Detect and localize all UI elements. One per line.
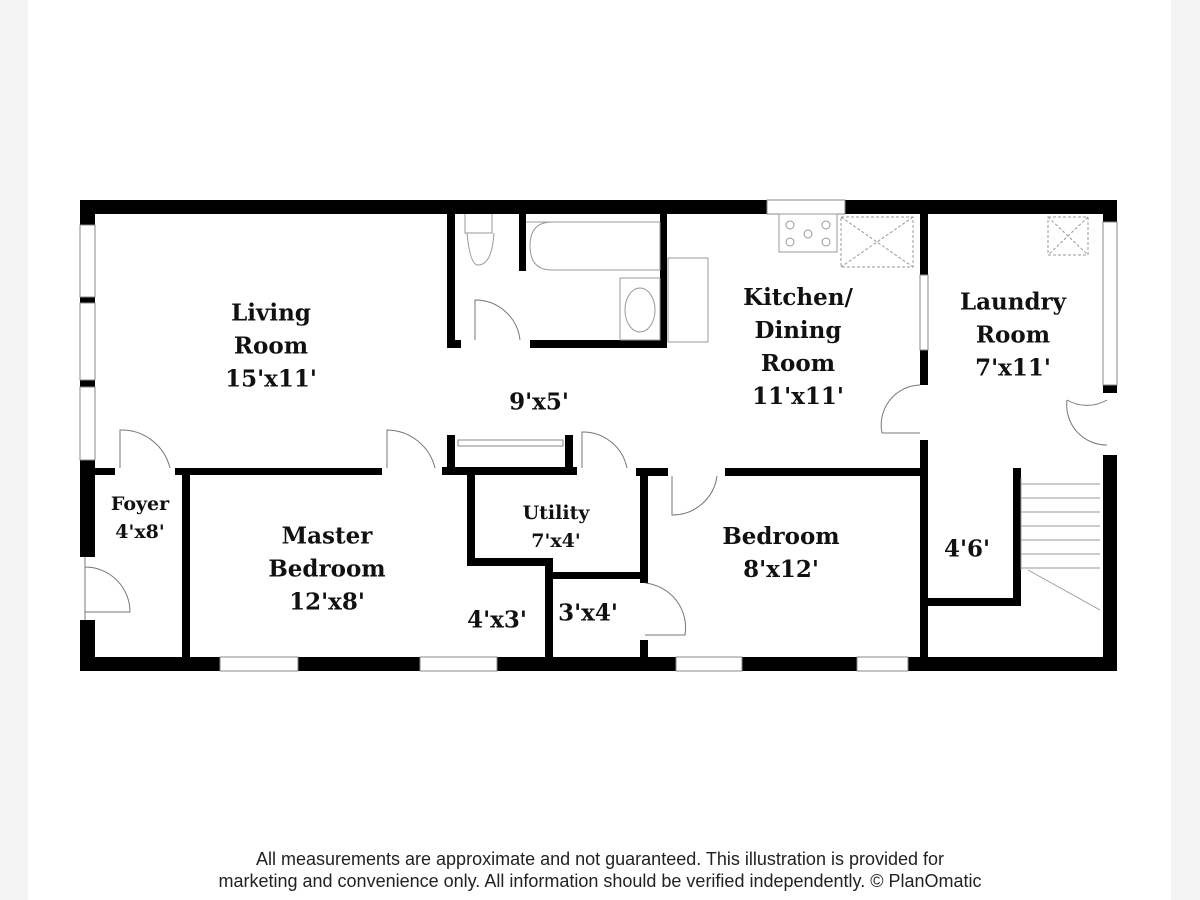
room-name: Master bbox=[281, 522, 373, 550]
room-name: Dining bbox=[754, 317, 842, 344]
room-name: Kitchen/ bbox=[743, 284, 853, 311]
master-bedroom-label: Master Bedroom 12'x8' bbox=[268, 520, 385, 619]
washer-icon bbox=[1047, 216, 1089, 256]
room-size: 12'x8' bbox=[289, 588, 365, 616]
room-name: Utility bbox=[522, 502, 590, 524]
stairs-icon bbox=[1020, 478, 1101, 611]
room-name: Bedroom bbox=[722, 523, 840, 550]
bedroom-label: Bedroom 8'x12' bbox=[722, 520, 839, 586]
room-name: Room bbox=[975, 321, 1051, 349]
master-closet-size: 4'x3' bbox=[467, 606, 527, 634]
foyer-label: Foyer 4'x8' bbox=[111, 490, 169, 546]
room-name: Foyer bbox=[110, 493, 170, 515]
room-size: 7'x11' bbox=[975, 354, 1051, 382]
kitchen-sink-icon bbox=[667, 257, 709, 343]
room-size: 8'x12' bbox=[743, 556, 819, 583]
sink-icon bbox=[619, 277, 661, 341]
room-size: 4'x8' bbox=[115, 521, 165, 543]
room-name: Living bbox=[231, 299, 311, 327]
room-size: 11'x11' bbox=[752, 383, 844, 410]
right-margin bbox=[1171, 0, 1200, 900]
room-size: 15'x11' bbox=[225, 365, 317, 393]
disclaimer-line-1: All measurements are approximate and not… bbox=[255, 849, 945, 869]
kitchen-label: Kitchen/ Dining Room 11'x11' bbox=[743, 281, 853, 413]
laundry-hall-size: 4'6' bbox=[943, 535, 991, 563]
utility-label: Utility 7'x4' bbox=[523, 499, 590, 555]
room-name: Bedroom bbox=[268, 555, 386, 583]
living-room-label: Living Room 15'x11' bbox=[225, 297, 317, 396]
room-name: Room bbox=[233, 332, 309, 360]
doors bbox=[84, 299, 1108, 636]
disclaimer-line-2: marketing and convenience only. All info… bbox=[218, 871, 982, 891]
room-name: Room bbox=[760, 350, 836, 377]
closet-size: 3'x4' bbox=[558, 599, 618, 627]
toilet-icon bbox=[464, 214, 495, 266]
bathtub-icon bbox=[526, 221, 661, 271]
stove-icon bbox=[778, 213, 838, 253]
walls bbox=[80, 200, 1117, 671]
fixtures bbox=[464, 213, 1101, 611]
left-margin bbox=[0, 0, 28, 900]
room-size: 7'x4' bbox=[531, 530, 581, 552]
laundry-label: Laundry Room 7'x11' bbox=[960, 286, 1066, 385]
room-name: Laundry bbox=[959, 288, 1067, 316]
hall-size: 9'x5' bbox=[509, 388, 569, 416]
fridge-icon bbox=[840, 216, 914, 268]
